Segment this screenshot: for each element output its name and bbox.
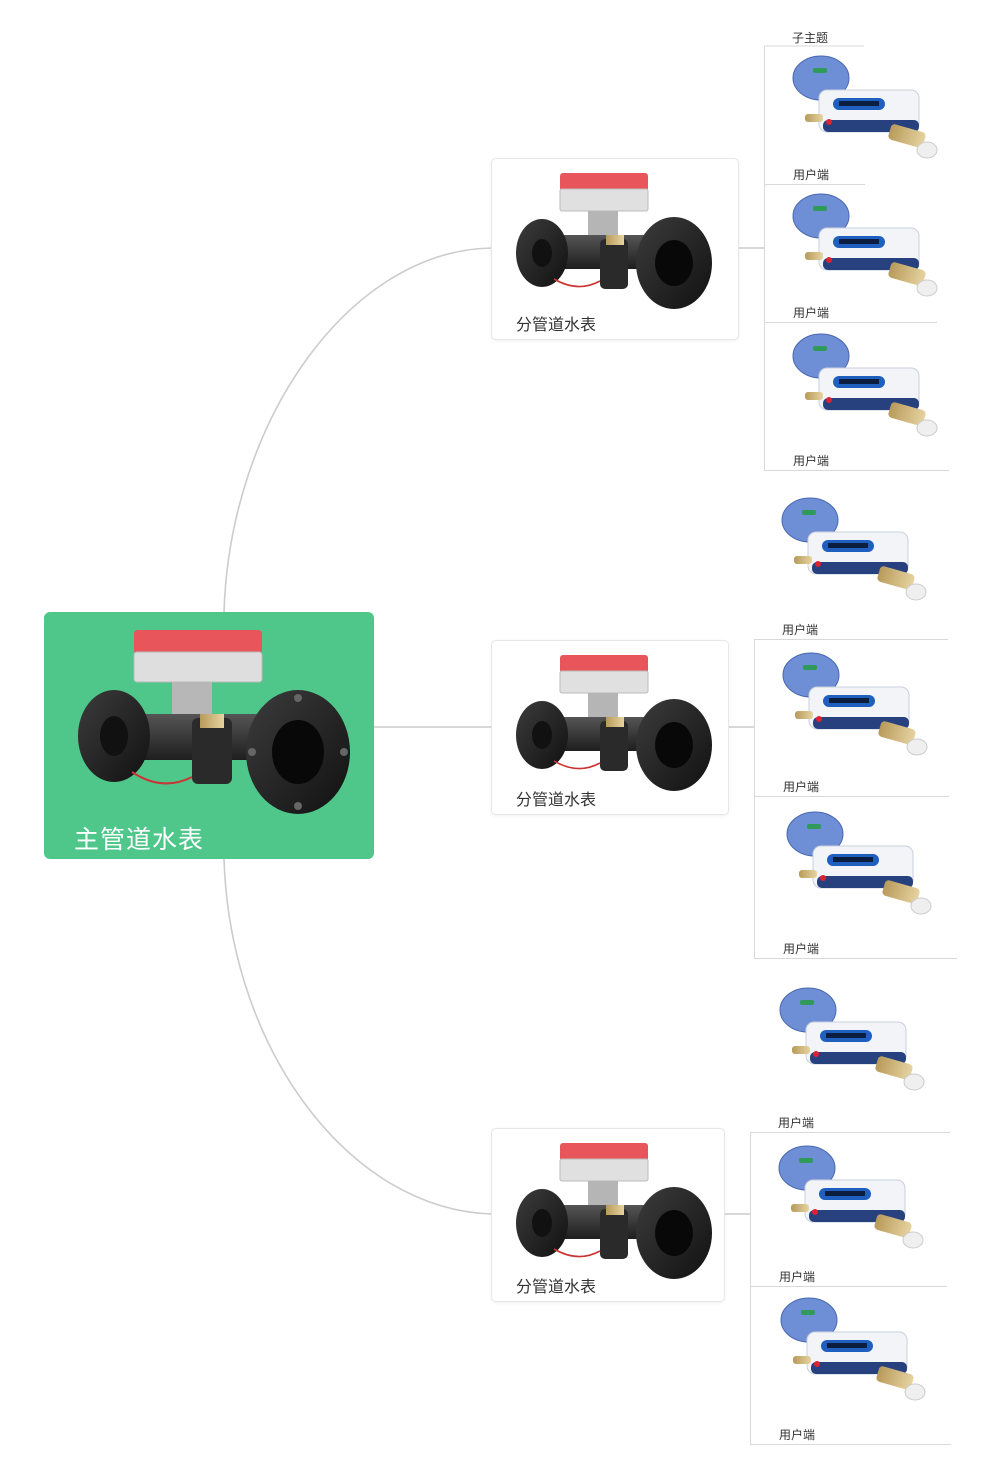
- leaf-node-label: 用户端: [778, 1116, 815, 1130]
- leaf-node-label: 用户端: [793, 306, 830, 320]
- branch-node-label: 分管道水表: [516, 1277, 597, 1296]
- subtopic-title: 子主题: [792, 31, 829, 45]
- branch-node-1[interactable]: 分管道水表: [491, 158, 739, 340]
- leaf-node-user-end[interactable]: 用户端: [750, 976, 950, 1133]
- root-node-label: 主管道水表: [74, 825, 205, 854]
- household-water-meter-icon: [789, 192, 939, 304]
- branch-node-label: 分管道水表: [516, 790, 597, 809]
- leaf-node-user-end[interactable]: 用户端: [754, 486, 948, 640]
- leaf-node-label: 用户端: [793, 454, 830, 468]
- leaf-node-label: 用户端: [783, 780, 820, 794]
- household-water-meter-icon: [777, 1296, 927, 1408]
- pipe-water-meter-icon: [72, 622, 352, 820]
- household-water-meter-icon: [789, 332, 939, 444]
- leaf-node-user-end[interactable]: 用户端: [764, 322, 949, 471]
- household-water-meter-icon: [783, 810, 933, 922]
- household-water-meter-icon: [775, 1144, 925, 1256]
- connector-root-branch-3: [223, 858, 493, 1215]
- household-water-meter-icon: [776, 986, 926, 1098]
- leaf-node-user-end[interactable]: 用户端: [750, 1286, 951, 1445]
- leaf-node-label: 用户端: [779, 1270, 816, 1284]
- pipe-water-meter-icon: [514, 1137, 714, 1285]
- leaf-node-label: 用户端: [793, 168, 830, 182]
- leaf-node-user-end[interactable]: 用户端: [750, 1132, 947, 1287]
- leaf-node-label: 用户端: [779, 1428, 816, 1442]
- connector-root-branch-1: [223, 247, 493, 613]
- household-water-meter-icon: [789, 54, 939, 166]
- household-water-meter-icon: [779, 651, 929, 763]
- leaf-node-user-end[interactable]: 用户端: [754, 639, 949, 797]
- branch-node-2[interactable]: 分管道水表: [491, 640, 729, 815]
- pipe-water-meter-icon: [514, 167, 714, 315]
- leaf-node-label: 用户端: [783, 942, 820, 956]
- branch-node-label: 分管道水表: [516, 315, 597, 334]
- pipe-water-meter-icon: [514, 649, 714, 797]
- household-water-meter-icon: [778, 496, 928, 608]
- leaf-node-user-end[interactable]: 用户端: [754, 796, 957, 959]
- branch-node-3[interactable]: 分管道水表: [491, 1128, 725, 1302]
- leaf-node-user-end[interactable]: 用户端: [764, 184, 939, 323]
- root-node-main-pipe-meter[interactable]: 主管道水表: [44, 612, 374, 859]
- leaf-node-label: 用户端: [782, 623, 819, 637]
- leaf-node-user-end[interactable]: 用户端: [764, 46, 938, 185]
